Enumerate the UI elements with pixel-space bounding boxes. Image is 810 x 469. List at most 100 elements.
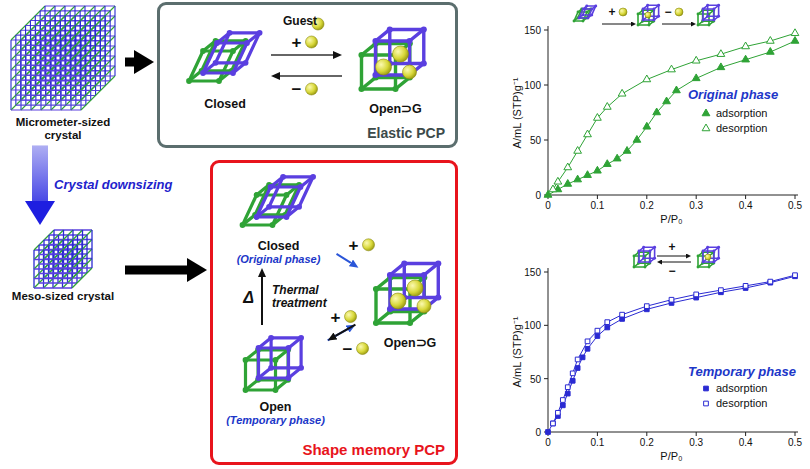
- structure-label: Open⊃G: [345, 101, 446, 116]
- framework-strut: [271, 366, 301, 369]
- framework-node: [706, 15, 709, 18]
- framework-cube: [702, 246, 721, 264]
- guest-molecule: [306, 36, 318, 48]
- framework-node: [713, 261, 716, 264]
- framework-node: [373, 320, 379, 326]
- data-point: [669, 297, 674, 302]
- framework-node: [657, 15, 660, 18]
- data-point: [585, 339, 590, 344]
- framework-node: [358, 52, 364, 58]
- lattice-line: [81, 66, 115, 100]
- chart-label: P/P₀: [660, 450, 682, 462]
- legend-entry: adsorption: [700, 107, 767, 119]
- structure-drawing: [361, 251, 459, 335]
- framework-node: [697, 13, 700, 16]
- connector-arrow: [32, 145, 48, 201]
- chart-label: Temporary phase: [688, 365, 796, 379]
- framework-strut: [243, 223, 273, 226]
- framework-node: [702, 8, 705, 11]
- framework-node: [706, 4, 709, 7]
- axis-tick: [795, 432, 796, 436]
- data-point: [546, 430, 551, 435]
- framework-node: [280, 174, 286, 180]
- chart-label: 0.1: [590, 437, 604, 448]
- framework-node: [244, 40, 250, 46]
- structure-label: Meso-sized crystal: [4, 290, 122, 303]
- data-point: [643, 122, 651, 129]
- framework-strut: [219, 51, 233, 81]
- chart-label: A/mL (STP)g⁻¹: [511, 317, 523, 388]
- structure-figure: [243, 335, 304, 393]
- framework-strut: [702, 251, 704, 262]
- legend-entry: desorption: [700, 122, 767, 134]
- framework-node: [243, 357, 249, 363]
- structure-figure: [373, 260, 441, 326]
- data-point: [564, 163, 572, 170]
- framework-node: [286, 375, 292, 381]
- structure-node: Closed: [182, 25, 268, 111]
- framework-node: [702, 250, 705, 253]
- data-point: [742, 55, 750, 62]
- framework-node: [638, 261, 641, 264]
- data-point: [605, 320, 610, 325]
- structure-figure: [240, 174, 316, 228]
- framework-node: [717, 246, 720, 249]
- framework-strut: [257, 193, 287, 196]
- data-point: [743, 284, 748, 289]
- framework-node: [243, 387, 249, 393]
- legend-marker: [704, 386, 709, 391]
- lattice-line: [91, 230, 92, 268]
- chart-label: +: [668, 241, 675, 253]
- framework-node: [706, 246, 709, 249]
- framework-node: [702, 261, 705, 264]
- framework-cube: [240, 182, 302, 228]
- framework-node: [268, 365, 274, 371]
- chart-label: 0: [535, 427, 541, 438]
- phase-label: (Temporary phase): [223, 414, 328, 426]
- guest-molecule: [403, 65, 417, 79]
- axis-tick: [544, 85, 548, 86]
- framework-node: [581, 14, 584, 17]
- data-point: [791, 29, 799, 36]
- data-point: [605, 325, 610, 330]
- framework-node: [256, 345, 262, 351]
- chart-label: 100: [524, 80, 541, 91]
- framework-strut: [360, 55, 363, 89]
- framework-node: [637, 24, 640, 27]
- structure-node: Closed(Original phase): [223, 169, 334, 265]
- edge-label: Crystal downsizing: [54, 178, 172, 192]
- data-point: [574, 147, 582, 154]
- framework-node: [657, 4, 660, 7]
- framework-node: [243, 60, 249, 66]
- structure-figure: [358, 26, 426, 92]
- data-point: [793, 273, 798, 278]
- framework-strut: [437, 263, 440, 297]
- guest-molecule: [417, 299, 431, 313]
- structure-node: Meso-sized crystal: [4, 228, 122, 303]
- framework-strut: [713, 9, 715, 20]
- chart-label: A/mL (STP)g⁻¹: [511, 77, 523, 148]
- lattice-line: [54, 267, 92, 268]
- isotherm-curve: [553, 33, 795, 189]
- framework-strut: [404, 296, 438, 299]
- chart-label: 0.1: [590, 200, 604, 211]
- data-point: [791, 37, 799, 44]
- framework-node: [637, 13, 640, 16]
- framework-node: [653, 19, 656, 22]
- framework-strut: [713, 251, 715, 262]
- axis-line: [548, 268, 798, 432]
- connector-arrow: [125, 58, 134, 67]
- framework-cube: [373, 274, 427, 326]
- framework-cube: [633, 251, 652, 269]
- data-point: [694, 292, 699, 297]
- structure-figure: [11, 6, 115, 110]
- framework-node: [200, 48, 206, 54]
- axis-tick: [544, 378, 548, 379]
- axis-tick: [745, 432, 746, 436]
- legend-marker: [702, 109, 710, 116]
- framework-node: [270, 222, 276, 228]
- framework-cube: [637, 9, 656, 27]
- framework-node: [633, 266, 636, 269]
- framework-strut: [273, 195, 287, 225]
- guest-molecule: [357, 343, 369, 355]
